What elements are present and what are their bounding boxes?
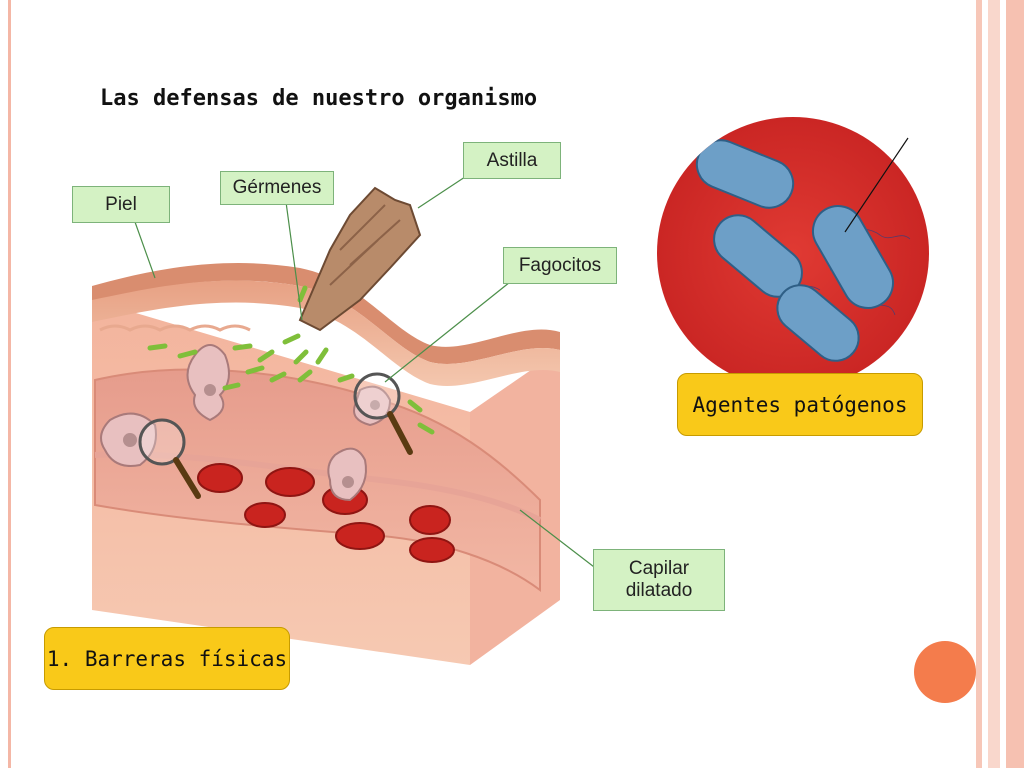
slide-frame-right-outer bbox=[1006, 0, 1024, 768]
magnifier-left bbox=[138, 418, 201, 499]
bacteria-rods bbox=[695, 139, 894, 362]
tissue-block bbox=[92, 186, 560, 665]
bacteria-micrograph bbox=[657, 117, 929, 389]
label-germenes: Gérmenes bbox=[220, 171, 334, 205]
slide-frame-right bbox=[976, 0, 982, 768]
label-astilla: Astilla bbox=[463, 142, 561, 179]
slide-frame-right-inner bbox=[988, 0, 1000, 768]
badge-agentes-patogenos: Agentes patógenos bbox=[677, 373, 923, 436]
label-piel: Piel bbox=[72, 186, 170, 223]
phagocytes bbox=[100, 344, 392, 502]
label-fagocitos: Fagocitos bbox=[503, 247, 617, 284]
slide-title: Las defensas de nuestro organismo bbox=[100, 86, 538, 111]
phagocyte-nuclei bbox=[123, 384, 380, 488]
slide-frame-left bbox=[8, 0, 11, 768]
red-blood-cells bbox=[197, 463, 455, 563]
decorative-dot bbox=[914, 641, 976, 703]
badge-barreras-fisicas: 1. Barreras físicas bbox=[44, 627, 290, 690]
leader-lines bbox=[134, 174, 599, 571]
splinter bbox=[298, 186, 422, 332]
label-capilar-line2: dilatado bbox=[625, 580, 693, 601]
label-capilar-dilatado: Capilar dilatado bbox=[593, 549, 725, 611]
magnifier-right bbox=[353, 372, 413, 455]
label-capilar-line1: Capilar bbox=[628, 558, 690, 580]
